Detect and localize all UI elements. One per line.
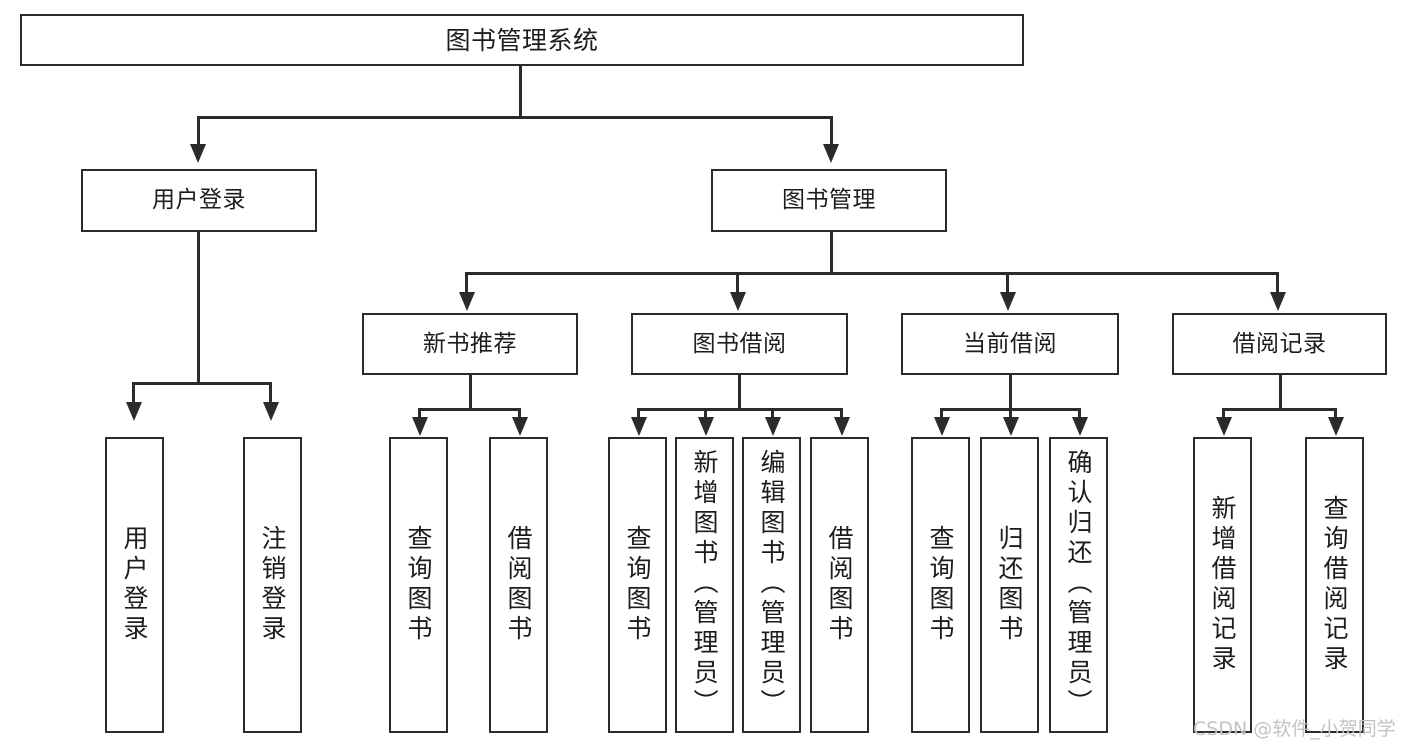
leaf-borrowbook-borrow-book[interactable]: 借阅图书 — [810, 437, 869, 733]
leaf-borrowbook-add-book-admin[interactable]: 新增图书（管理员） — [675, 437, 734, 733]
node-label: 用户登录 — [120, 525, 149, 645]
node-label: 借阅图书 — [825, 525, 854, 645]
leaf-borrowbook-query-book[interactable]: 查询图书 — [608, 437, 667, 733]
node-book-management[interactable]: 图书管理 — [711, 169, 947, 232]
leaf-logout[interactable]: 注销登录 — [243, 437, 302, 733]
arrow-borrowrecord-leaf-1 — [1216, 417, 1232, 436]
node-label: 图书管理系统 — [445, 25, 599, 55]
arrow-to-borrow-record — [1270, 292, 1286, 311]
node-label: 图书借阅 — [692, 330, 787, 357]
connector-root-bus — [197, 116, 833, 119]
node-root-system[interactable]: 图书管理系统 — [20, 14, 1024, 66]
leaf-borrowbook-edit-book-admin[interactable]: 编辑图书（管理员） — [742, 437, 801, 733]
node-label: 查询图书 — [623, 525, 652, 645]
connector-currentborrow-drop-3 — [1078, 408, 1081, 418]
connector-borrowrecord-drop-1 — [1222, 408, 1225, 418]
connector-bookmanage-trunk — [830, 232, 833, 274]
connector-borrowbook-drop-2 — [704, 408, 707, 418]
connector-borrowbook-drop-3 — [771, 408, 774, 418]
node-label: 新增借阅记录 — [1208, 495, 1237, 675]
node-label: 图书管理 — [782, 187, 876, 214]
arrow-currentborrow-leaf-1 — [934, 417, 950, 436]
node-label: 查询图书 — [926, 525, 955, 645]
node-label: 借阅记录 — [1232, 330, 1327, 357]
connector-borrowbook-bus — [637, 408, 843, 411]
node-label: 借阅图书 — [504, 525, 533, 645]
arrow-to-borrow-book — [730, 292, 746, 311]
connector-root-trunk — [519, 66, 522, 118]
arrow-to-user-login — [190, 144, 206, 163]
connector-currentborrow-drop-1 — [940, 408, 943, 418]
node-label: 注销登录 — [258, 525, 287, 645]
connector-borrowbook-drop-1 — [637, 408, 640, 418]
node-book-borrow[interactable]: 图书借阅 — [631, 313, 848, 375]
arrow-borrowrecord-leaf-2 — [1328, 417, 1344, 436]
node-user-login[interactable]: 用户登录 — [81, 169, 317, 232]
node-label: 查询图书 — [404, 525, 433, 645]
leaf-borrowrecord-add-record[interactable]: 新增借阅记录 — [1193, 437, 1252, 733]
node-label: 归还图书 — [995, 525, 1024, 645]
node-label: 编辑图书（管理员） — [757, 449, 786, 719]
node-current-borrow[interactable]: 当前借阅 — [901, 313, 1119, 375]
connector-borrowrecord-trunk — [1279, 375, 1282, 410]
node-label: 查询借阅记录 — [1320, 495, 1349, 675]
arrow-borrowbook-leaf-4 — [834, 417, 850, 436]
arrow-borrowbook-leaf-3 — [765, 417, 781, 436]
node-label: 新书推荐 — [423, 330, 517, 357]
node-label: 新增图书（管理员） — [690, 449, 719, 719]
arrow-to-current-borrow — [1000, 292, 1016, 311]
connector-root-drop-2 — [830, 116, 833, 144]
connector-level3-drop-3 — [1006, 272, 1009, 292]
leaf-borrowrecord-query-record[interactable]: 查询借阅记录 — [1305, 437, 1364, 733]
node-new-book-recommend[interactable]: 新书推荐 — [362, 313, 578, 375]
connector-level3-drop-2 — [736, 272, 739, 292]
arrow-to-leaf-logout — [263, 402, 279, 421]
leaf-currentborrow-return-book[interactable]: 归还图书 — [980, 437, 1039, 733]
leaf-newbook-borrow-book[interactable]: 借阅图书 — [489, 437, 548, 733]
connector-borrowrecord-drop-2 — [1334, 408, 1337, 418]
node-label: 用户登录 — [152, 187, 246, 214]
connector-root-drop-1 — [197, 116, 200, 144]
arrow-to-leaf-user-login — [126, 402, 142, 421]
arrow-newbook-leaf-2 — [512, 417, 528, 436]
arrow-currentborrow-leaf-2 — [1003, 417, 1019, 436]
connector-userlogin-drop-1 — [132, 382, 135, 402]
connector-newbook-trunk — [469, 375, 472, 410]
connector-newbook-drop-1 — [418, 408, 421, 418]
connector-borrowbook-drop-4 — [840, 408, 843, 418]
arrow-to-book-manage — [823, 144, 839, 163]
node-borrow-record[interactable]: 借阅记录 — [1172, 313, 1387, 375]
connector-borrowbook-trunk — [738, 375, 741, 410]
connector-currentborrow-trunk — [1009, 375, 1012, 410]
connector-borrowrecord-bus — [1222, 408, 1337, 411]
connector-level3-drop-4 — [1276, 272, 1279, 292]
arrow-newbook-leaf-1 — [412, 417, 428, 436]
node-label: 当前借阅 — [963, 330, 1057, 357]
connector-level3-bus — [465, 272, 1279, 275]
arrow-borrowbook-leaf-2 — [698, 417, 714, 436]
leaf-user-login[interactable]: 用户登录 — [105, 437, 164, 733]
leaf-currentborrow-confirm-return-admin[interactable]: 确认归还（管理员） — [1049, 437, 1108, 733]
connector-userlogin-bus — [132, 382, 272, 385]
arrow-borrowbook-leaf-1 — [631, 417, 647, 436]
connector-userlogin-trunk — [197, 232, 200, 384]
connector-level3-drop-1 — [465, 272, 468, 292]
connector-userlogin-drop-2 — [269, 382, 272, 402]
connector-newbook-drop-2 — [518, 408, 521, 418]
connector-currentborrow-drop-2 — [1009, 408, 1012, 418]
node-label: 确认归还（管理员） — [1064, 449, 1093, 719]
leaf-currentborrow-query-book[interactable]: 查询图书 — [911, 437, 970, 733]
arrow-currentborrow-leaf-3 — [1072, 417, 1088, 436]
arrow-to-new-book — [459, 292, 475, 311]
connector-newbook-bus — [418, 408, 521, 411]
leaf-newbook-query-book[interactable]: 查询图书 — [389, 437, 448, 733]
